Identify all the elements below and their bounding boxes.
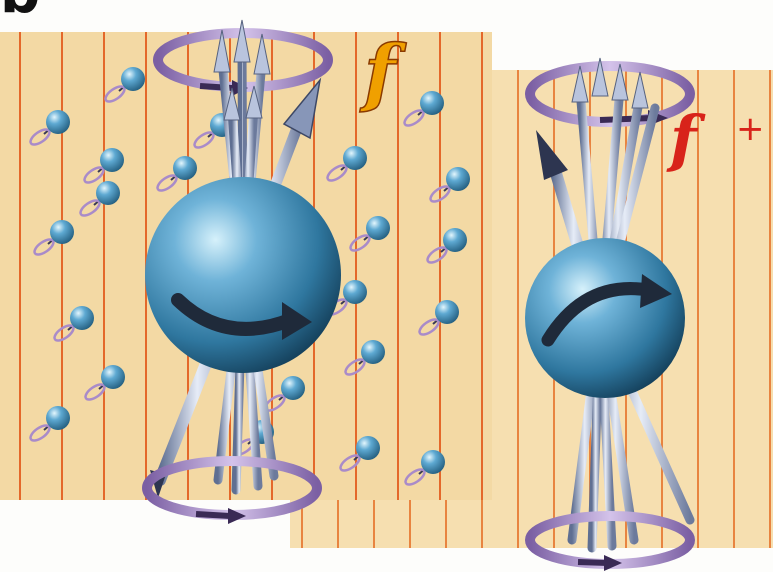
right-large-sphere [525, 238, 685, 398]
left-large-sphere [145, 177, 341, 373]
panel-label: b [0, 0, 40, 22]
right-state-label: f [670, 108, 697, 170]
right-state-sign: + [736, 112, 765, 146]
left-state-label: f [364, 36, 396, 110]
